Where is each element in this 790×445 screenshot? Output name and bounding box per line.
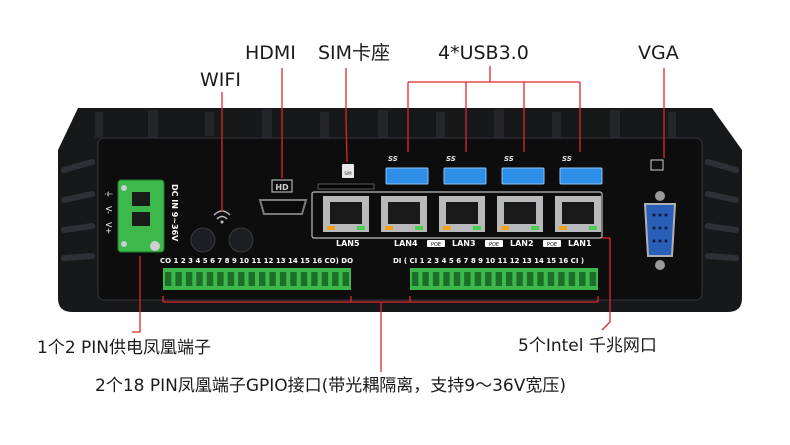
- di-terminal-pin: [464, 272, 471, 286]
- do-terminal-pin: [269, 272, 276, 286]
- di-terminal-pin: [432, 272, 440, 286]
- power-terminal: DC IN 9~36V ⏚ V- V+: [104, 179, 179, 253]
- callout-lines: [132, 66, 665, 372]
- do-terminal-pin: [290, 272, 297, 286]
- do-terminal-pin: [321, 272, 329, 286]
- lan-block: LAN5 LAN4 POE LAN3 POE LAN2 POE LAN1: [311, 191, 603, 248]
- usb-port-1: SS: [385, 155, 429, 185]
- side-fin-slots: [61, 159, 739, 261]
- hdmi-port: HD: [258, 179, 308, 215]
- lan-port-2: [497, 196, 543, 232]
- lan-port-1: [555, 196, 601, 232]
- di-terminal-pin: [485, 272, 492, 286]
- di-row-label: DI ( CI 1 2 3 4 5 6 7 8 9 10 11 12 13 14…: [393, 257, 584, 265]
- power-pin-vplus: V+: [104, 222, 113, 234]
- lan2-label: LAN2: [510, 239, 534, 248]
- power-callout: [132, 256, 141, 333]
- do-terminal-pin: [217, 272, 224, 286]
- do-terminal-pin: [300, 272, 308, 286]
- lan4-label: LAN4: [394, 239, 418, 248]
- lan-ports-label: 5个Intel 千兆网口: [518, 336, 657, 356]
- di-terminal-pin: [547, 272, 555, 286]
- sim-callout: [345, 68, 348, 163]
- usb-ss-logo: SS: [504, 155, 514, 163]
- hdmi-label: HDMI: [245, 42, 296, 64]
- usb-callout: [407, 66, 581, 152]
- lan5-label: LAN5: [336, 239, 360, 248]
- usb-ss-logo: SS: [562, 155, 572, 163]
- heatsink-fins: [95, 109, 676, 140]
- di-terminal-pin: [443, 272, 450, 286]
- usb-port-3: SS: [501, 155, 545, 185]
- do-terminal-pin: [185, 272, 193, 286]
- wifi-label: WIFI: [200, 69, 241, 91]
- di-terminal-pin: [568, 272, 576, 286]
- usb-port-4: SS: [559, 155, 603, 185]
- lan3-label: LAN3: [452, 239, 476, 248]
- lan-callout: [601, 237, 611, 331]
- di-terminal-pin: [495, 272, 502, 286]
- do-terminal-pin: [227, 272, 235, 286]
- lan-port-5: [323, 196, 369, 232]
- power-pin-gnd: ⏚: [104, 190, 113, 198]
- gpio-label: 2个18 PIN凤凰端子GPIO接口(带光耦隔离，支持9～36V宽压): [95, 376, 566, 396]
- di-terminal-pin: [537, 272, 544, 286]
- do-row-label: CO 1 2 3 4 5 6 7 8 9 10 11 12 13 14 15 1…: [160, 257, 353, 265]
- gpio-terminals: CO 1 2 3 4 5 6 7 8 9 10 11 12 13 14 15 1…: [160, 257, 598, 290]
- lan-port-3: [439, 196, 485, 232]
- hd-logo-text: HD: [275, 183, 289, 192]
- do-terminal-pin: [175, 272, 182, 286]
- di-terminal-pin: [579, 272, 586, 286]
- wifi-antennas: [190, 210, 254, 253]
- usb-ss-logo: SS: [446, 155, 456, 163]
- sim-label: SIM卡座: [318, 42, 391, 64]
- di-terminal-pin: [412, 272, 419, 286]
- di-terminal-pin: [474, 272, 482, 286]
- usb-ss-logo: SS: [388, 155, 398, 163]
- vga-monitor-icon: [650, 159, 664, 171]
- hd-logo-icon: [271, 179, 293, 193]
- usb-label: 4*USB3.0: [438, 42, 529, 64]
- do-terminal-pin: [342, 272, 349, 286]
- di-terminal-pin: [453, 272, 461, 286]
- usb-ports: SS SS SS SS: [385, 155, 603, 185]
- do-terminal-pin: [165, 272, 172, 286]
- gpio-callout: [162, 296, 599, 372]
- dc-in-label: DC IN 9~36V: [170, 184, 179, 242]
- do-terminal-pin: [279, 272, 287, 286]
- di-terminal-pin: [558, 272, 565, 286]
- do-terminal-pin: [259, 272, 266, 286]
- power-pin-vminus: V-: [104, 206, 113, 214]
- do-terminal-pin: [311, 272, 318, 286]
- poe-badge-3: POE: [489, 242, 499, 248]
- lan-port-4: [381, 196, 427, 232]
- sim-slot: SIM: [317, 164, 375, 190]
- di-terminal-pin: [526, 272, 534, 286]
- di-terminal-pin: [516, 272, 523, 286]
- sim-logo-text: SIM: [344, 171, 352, 176]
- vga-port: [643, 159, 677, 270]
- poe-badge-2: POE: [547, 242, 557, 248]
- di-terminal-pin: [422, 272, 429, 286]
- do-terminal-pin: [332, 272, 339, 286]
- lan1-label: LAN1: [568, 239, 592, 248]
- power-terminal-label: 1个2 PIN供电凤凰端子: [37, 338, 212, 358]
- vga-label: VGA: [638, 42, 679, 64]
- do-terminal-pin: [196, 272, 203, 286]
- do-terminal-pin: [248, 272, 255, 286]
- di-terminal-pin: [506, 272, 513, 286]
- do-terminal-pin: [206, 272, 214, 286]
- poe-badge-4: POE: [431, 242, 441, 248]
- di-terminal-pin: [589, 272, 596, 286]
- sim-card-icon: [342, 164, 354, 178]
- do-terminal-pin: [238, 272, 245, 286]
- usb-port-2: SS: [443, 155, 487, 185]
